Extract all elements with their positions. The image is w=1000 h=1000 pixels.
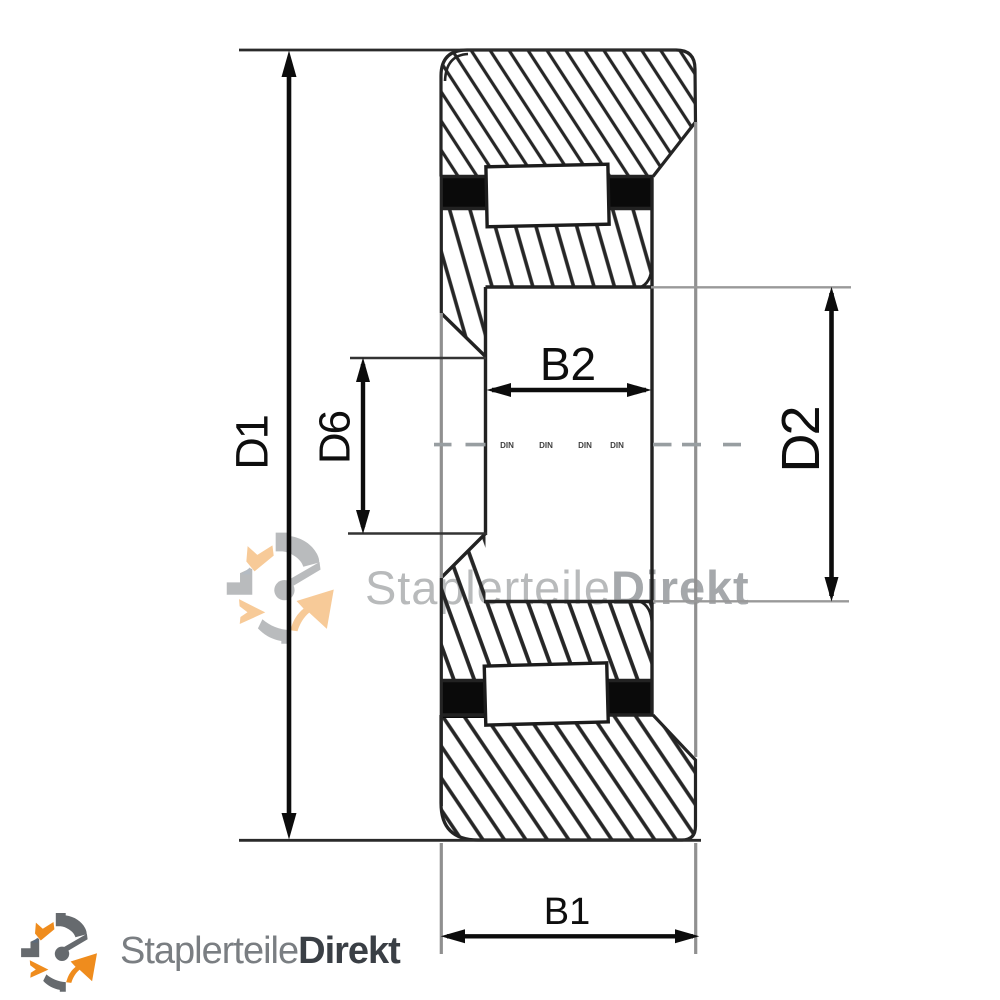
svg-text:D6: D6 xyxy=(311,411,360,464)
svg-text:DIN: DIN xyxy=(539,441,553,450)
svg-text:StaplerteileDirekt: StaplerteileDirekt xyxy=(365,561,750,614)
svg-text:StaplerteileDirekt: StaplerteileDirekt xyxy=(120,930,401,972)
svg-text:D2: D2 xyxy=(771,407,831,472)
svg-text:D1: D1 xyxy=(227,416,278,470)
svg-text:B2: B2 xyxy=(540,338,596,390)
svg-text:DIN: DIN xyxy=(578,441,592,450)
svg-text:DIN: DIN xyxy=(610,441,624,450)
svg-text:B1: B1 xyxy=(544,891,590,933)
svg-text:DIN: DIN xyxy=(500,441,514,450)
